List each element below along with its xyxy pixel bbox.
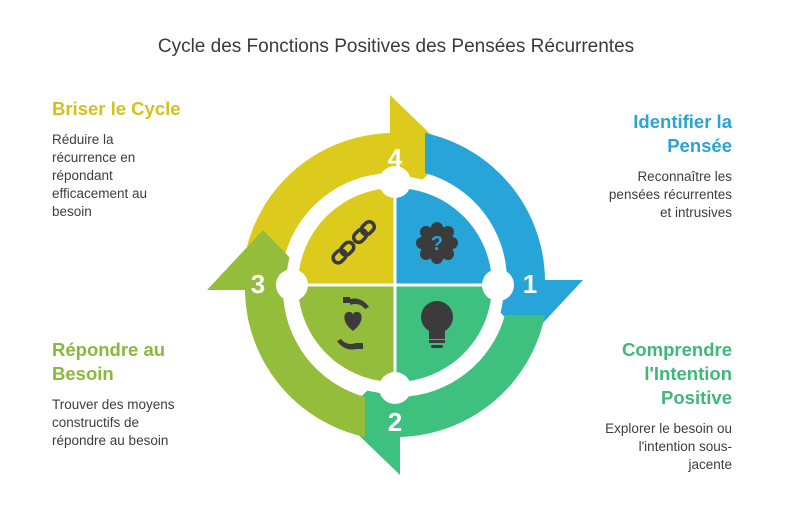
step-4-description: Réduire la récurrence en répondant effic…: [52, 131, 222, 221]
step-4-text: Briser le Cycle Réduire la récurrence en…: [52, 97, 222, 221]
step-1-heading: Identifier la Pensée: [562, 110, 732, 158]
step-2-desc-line: l'intention sous-: [638, 439, 732, 454]
cycle-diagram: 4 1 2 3 ?: [207, 95, 583, 475]
step-3-heading-line: Besoin: [52, 363, 114, 384]
lightbulb-icon: [421, 301, 453, 348]
step-2-heading-line: Comprendre: [622, 339, 732, 360]
step-3-heading-line: Répondre au: [52, 339, 166, 360]
step-2-description: Explorer le besoin ou l'intention sous- …: [532, 420, 732, 474]
step-1-description: Reconnaître les pensées récurrentes et i…: [562, 168, 732, 222]
step-4-desc-line: récurrence en: [52, 150, 136, 165]
svg-text:?: ?: [431, 233, 443, 255]
step-3-desc-line: constructifs de: [52, 415, 140, 430]
step-4-number: 4: [388, 143, 403, 173]
arrow-segment-4: [245, 95, 450, 255]
step-4-heading-line: Briser le Cycle: [52, 98, 181, 119]
step-3-description: Trouver des moyens constructifs de répon…: [52, 396, 222, 450]
step-1-number: 1: [523, 269, 537, 299]
broken-chain-icon: [331, 219, 377, 265]
notch-left: [276, 269, 308, 301]
step-2-desc-line: Explorer le besoin ou: [605, 421, 732, 436]
step-4-desc-line: efficacement au: [52, 186, 148, 201]
step-2-heading: Comprendre l'Intention Positive: [532, 338, 732, 410]
step-2-desc-line: jacente: [688, 457, 732, 472]
step-1-desc-line: Reconnaître les: [637, 169, 732, 184]
arrow-segment-2: [340, 315, 545, 475]
step-4-desc-line: besoin: [52, 204, 92, 219]
step-1-heading-line: Pensée: [667, 135, 732, 156]
notch-right: [482, 269, 514, 301]
step-3-desc-line: Trouver des moyens: [52, 397, 175, 412]
question-badge-icon: ?: [416, 222, 458, 264]
step-3-heading: Répondre au Besoin: [52, 338, 222, 386]
step-3-desc-line: répondre au besoin: [52, 433, 169, 448]
arrow-segment-1: [425, 133, 583, 340]
step-1-text: Identifier la Pensée Reconnaître les pen…: [562, 110, 732, 222]
step-3-text: Répondre au Besoin Trouver des moyens co…: [52, 338, 222, 450]
step-2-text: Comprendre l'Intention Positive Explorer…: [532, 338, 732, 474]
step-1-heading-line: Identifier la: [633, 111, 732, 132]
step-3-number: 3: [251, 269, 265, 299]
step-4-heading: Briser le Cycle: [52, 97, 222, 121]
notch-top: [379, 166, 411, 198]
step-4-desc-line: Réduire la: [52, 132, 114, 147]
notch-bottom: [379, 372, 411, 404]
step-4-desc-line: répondant: [52, 168, 113, 183]
arrow-segment-3: [207, 230, 365, 437]
step-2-heading-line: Positive: [661, 387, 732, 408]
hands-heart-icon: [337, 297, 369, 350]
step-1-desc-line: et intrusives: [659, 205, 732, 220]
diagram-title: Cycle des Fonctions Positives des Pensée…: [157, 36, 635, 57]
step-1-desc-line: pensées récurrentes: [608, 187, 732, 202]
step-2-number: 2: [388, 407, 402, 437]
step-2-heading-line: l'Intention: [644, 363, 732, 384]
